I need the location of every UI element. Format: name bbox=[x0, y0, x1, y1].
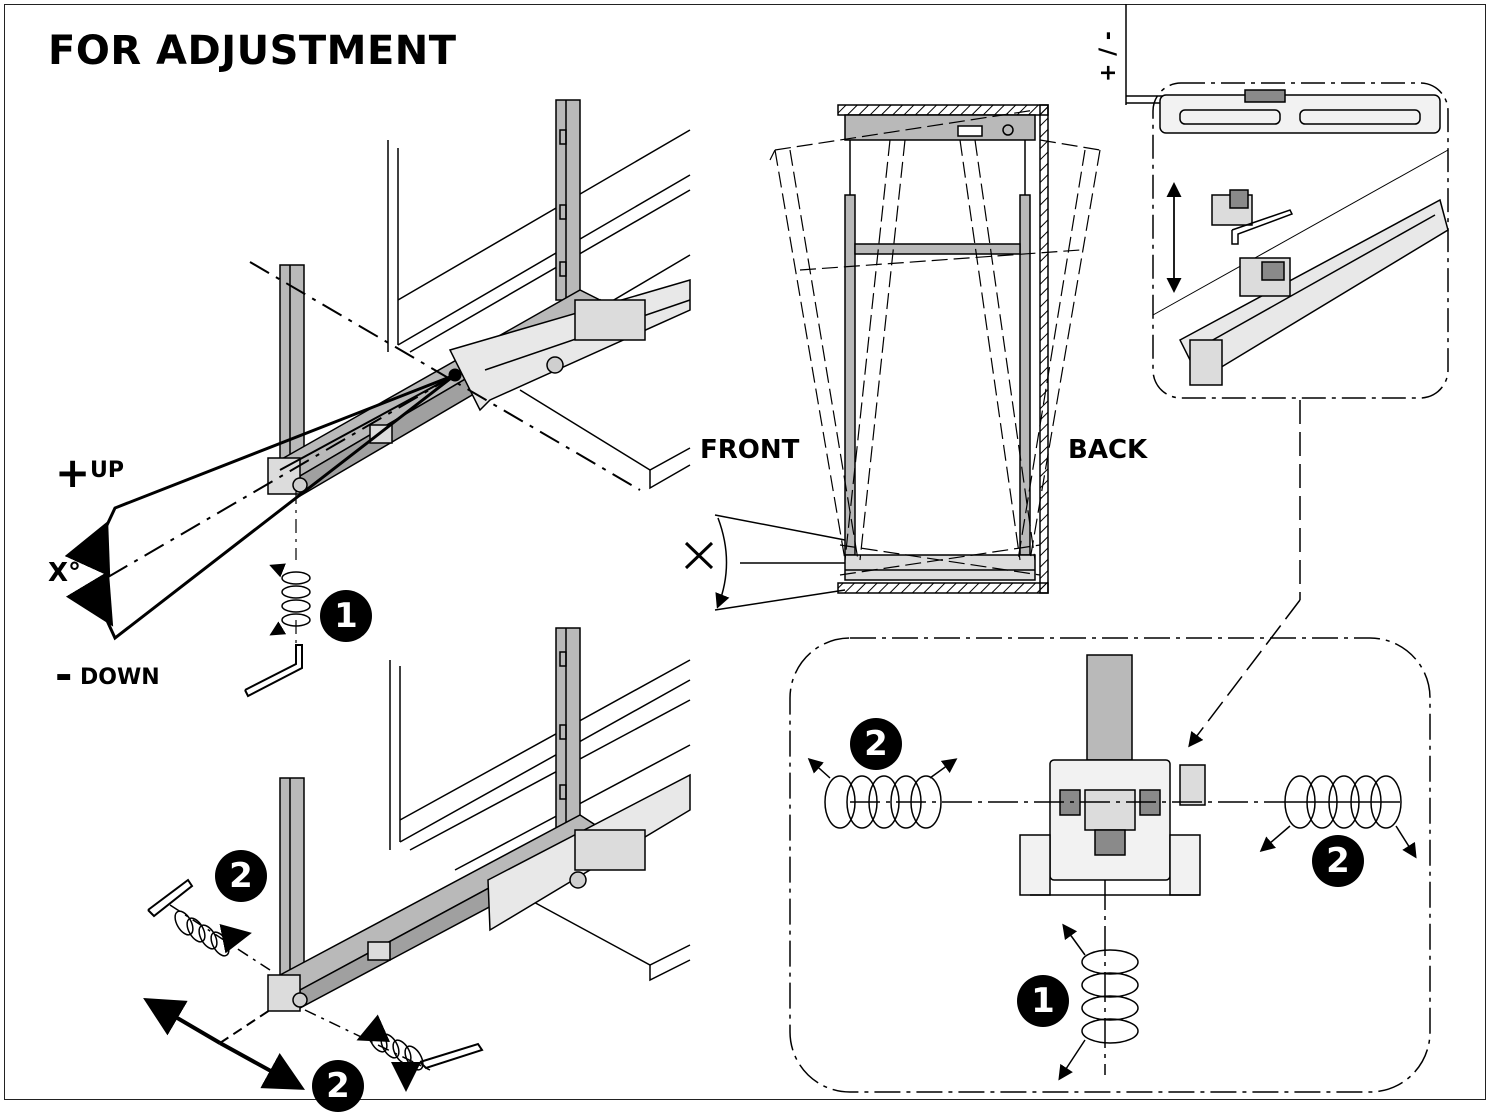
up-sign: + bbox=[55, 448, 91, 497]
front-label: FRONT bbox=[700, 435, 800, 465]
allen-key-top bbox=[244, 644, 303, 698]
down-sign: - bbox=[55, 650, 73, 699]
top-left-assembly bbox=[267, 99, 691, 498]
up-label: UP bbox=[90, 458, 124, 483]
back-label: BACK bbox=[1068, 435, 1148, 465]
rotation-spiral-left bbox=[147, 878, 271, 971]
detail-step-1-badge: 1 bbox=[1017, 975, 1069, 1027]
bottom-left-assembly bbox=[267, 627, 691, 1012]
down-label: DOWN bbox=[80, 665, 160, 690]
cabinet-side-view bbox=[837, 104, 1049, 594]
angle-indicator bbox=[684, 514, 846, 611]
detail-step-2-badge-right: 2 bbox=[1312, 835, 1364, 887]
detail-step-2-badge-left: 2 bbox=[850, 718, 902, 770]
detail-spiral-vertical bbox=[1058, 923, 1139, 1081]
detail-spiral-right bbox=[1259, 775, 1417, 859]
rotation-spiral-step1 bbox=[269, 563, 311, 636]
height-adjust-label: + / - bbox=[1096, 31, 1121, 82]
depth-arrow bbox=[143, 997, 306, 1090]
top-right-inset bbox=[1152, 82, 1449, 399]
step-2-badge-bottom: 2 bbox=[312, 1060, 364, 1112]
page-title: FOR ADJUSTMENT bbox=[48, 28, 457, 74]
bottom-right-detail bbox=[789, 637, 1431, 1093]
step-1-badge: 1 bbox=[320, 590, 372, 642]
rotation-spiral-right bbox=[304, 1009, 484, 1092]
tilt-axis-lines bbox=[71, 261, 641, 650]
page-frame bbox=[4, 4, 1486, 1100]
tilt-angle-lines bbox=[64, 368, 462, 641]
angle-label: X° bbox=[48, 558, 82, 588]
detail-leader bbox=[1188, 400, 1301, 748]
detail-spiral-left bbox=[807, 757, 958, 829]
swing-outlines bbox=[769, 109, 1101, 576]
step-2-badge-left: 2 bbox=[215, 850, 267, 902]
height-dimension bbox=[1125, 4, 1240, 105]
